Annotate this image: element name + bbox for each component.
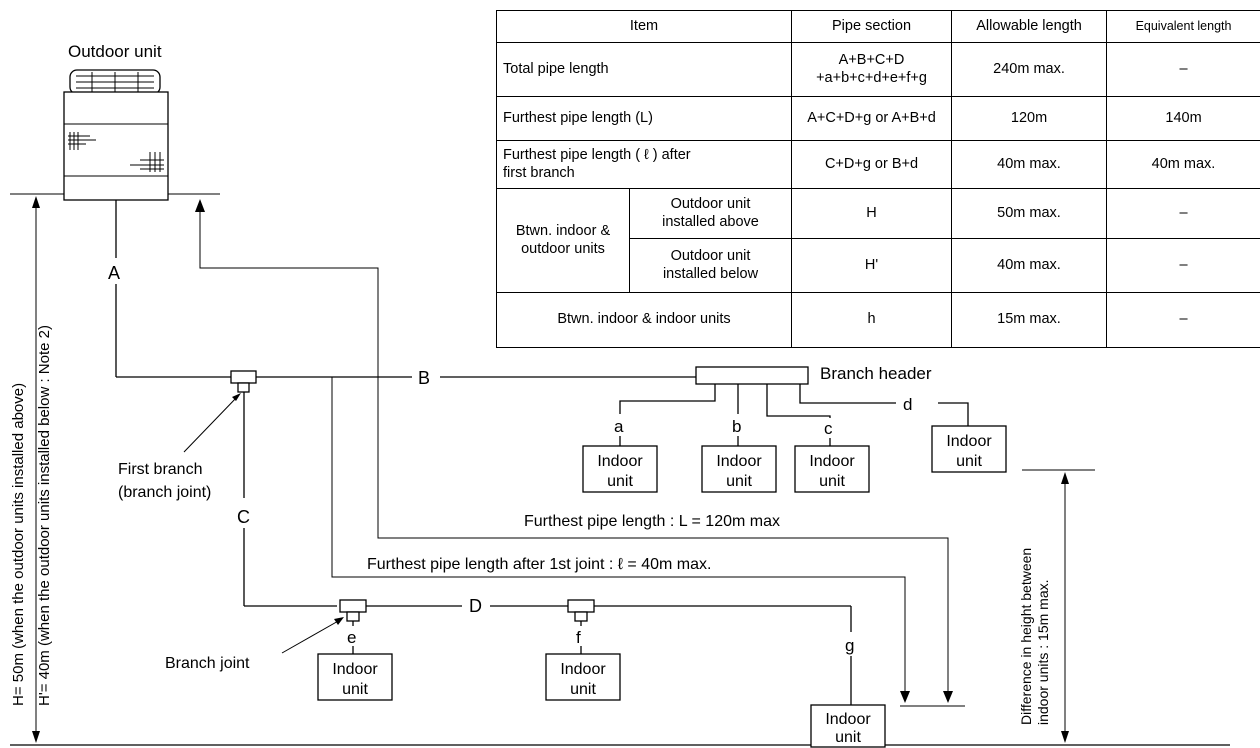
first-branch-label-1: First branch — [118, 461, 202, 478]
row-allowable: 40m max. — [951, 238, 1108, 293]
svg-text:unit: unit — [607, 473, 633, 490]
branch-header-label: Branch header — [820, 364, 932, 383]
height-h-arrow — [1061, 472, 1069, 743]
row-equivalent: – — [1106, 292, 1260, 348]
pipe-label-g: g — [845, 636, 854, 655]
row-allowable: 50m max. — [951, 188, 1108, 239]
pipe-label-C: C — [237, 507, 250, 527]
svg-text:unit: unit — [726, 473, 752, 490]
header-item: Item — [495, 10, 793, 43]
pipe-label-D: D — [469, 596, 482, 616]
row-equivalent: – — [1106, 42, 1260, 97]
svg-text:unit: unit — [956, 453, 982, 470]
svg-text:Indoor: Indoor — [332, 661, 378, 678]
outdoor-unit-icon — [63, 69, 169, 201]
svg-text:Indoor: Indoor — [946, 433, 992, 450]
row-allowable: 240m max. — [951, 42, 1108, 97]
row-allowable: 40m max. — [951, 140, 1108, 189]
first-branch-joint — [230, 370, 257, 393]
pipe-label-d: d — [903, 395, 912, 414]
indoor-unit-a: Indoor unit — [582, 445, 658, 493]
header-pipe-section: Pipe section — [791, 10, 953, 43]
svg-text:Indoor: Indoor — [560, 661, 606, 678]
svg-text:unit: unit — [342, 681, 368, 698]
furthest-l-label: Furthest pipe length after 1st joint : ℓ… — [367, 556, 711, 573]
spec-table: Item Pipe section Allowable length Equiv… — [495, 10, 1260, 348]
header-equivalent: Equivalent length — [1106, 10, 1260, 43]
svg-text:Indoor: Indoor — [716, 453, 762, 470]
furthest-L-label: Furthest pipe length : L = 120m max — [524, 513, 780, 530]
indoor-diff-label-2: indoor units : 15m max. — [1035, 579, 1051, 725]
svg-text:unit: unit — [570, 681, 596, 698]
pipe-label-e: e — [347, 628, 356, 647]
row-pipe: C+D+g or B+d — [791, 140, 953, 189]
header-allowable: Allowable length — [951, 10, 1108, 43]
row-item: Furthest pipe length (L) — [495, 96, 793, 141]
table-row: Furthest pipe length (L) A+C+D+g or A+B+… — [495, 96, 1260, 141]
indoor-unit-f: Indoor unit — [545, 653, 621, 701]
svg-text:Indoor: Indoor — [825, 711, 871, 728]
branch-joint-f — [567, 599, 595, 622]
svg-text:unit: unit — [835, 729, 861, 746]
row-equivalent: – — [1106, 238, 1260, 293]
row-pipe: H' — [791, 238, 953, 293]
indoor-diff-label-1: Difference in height between — [1018, 548, 1034, 725]
indoor-unit-c: Indoor unit — [794, 445, 870, 493]
row-item: Total pipe length — [495, 42, 793, 97]
table-row: Btwn. indoor & indoor units h 15m max. – — [495, 292, 1260, 348]
height-H-arrow — [32, 196, 40, 743]
row-equivalent: 40m max. — [1106, 140, 1260, 189]
pipe-label-A: A — [108, 263, 120, 283]
row-equivalent: 140m — [1106, 96, 1260, 141]
row-pipe: h — [791, 292, 953, 348]
pipe-label-B: B — [418, 368, 430, 388]
indoor-unit-b: Indoor unit — [701, 445, 777, 493]
row-pipe: A+C+D+g or A+B+d — [791, 96, 953, 141]
pipe-label-c: c — [824, 419, 833, 438]
height-H2-label: H'= 40m (when the outdoor units installe… — [36, 325, 53, 706]
row-pipe: A+B+C+D+a+b+c+d+e+f+g — [791, 42, 953, 97]
furthest-L-route — [195, 199, 953, 703]
group-label: Btwn. indoor &outdoor units — [496, 188, 630, 293]
indoor-unit-d: Indoor unit — [931, 425, 1007, 473]
row-equivalent: – — [1106, 188, 1260, 239]
svg-text:Indoor: Indoor — [597, 453, 643, 470]
svg-text:Indoor: Indoor — [809, 453, 855, 470]
furthest-l-route — [331, 377, 910, 703]
outdoor-unit-label: Outdoor unit — [68, 42, 162, 61]
indoor-unit-g: Indoor unit — [810, 704, 886, 748]
table-row: Btwn. indoor &outdoor units Outdoor unit… — [496, 188, 1260, 293]
pipe-label-a: a — [614, 417, 624, 436]
indoor-unit-e: Indoor unit — [317, 653, 393, 701]
row-item: Btwn. indoor & indoor units — [495, 292, 793, 348]
row-pipe: H — [791, 188, 953, 239]
branch-header — [695, 366, 809, 385]
table-header-row: Item Pipe section Allowable length Equiv… — [495, 10, 1260, 43]
table-row: Total pipe length A+B+C+D+a+b+c+d+e+f+g … — [495, 42, 1260, 97]
svg-text:unit: unit — [819, 473, 845, 490]
row-allowable: 120m — [951, 96, 1108, 141]
row-allowable: 15m max. — [951, 292, 1108, 348]
first-branch-label-2: (branch joint) — [118, 484, 211, 501]
pipe-label-f: f — [576, 628, 581, 647]
height-H-label: H= 50m (when the outdoor units installed… — [10, 383, 27, 706]
pipe-label-b: b — [732, 417, 741, 436]
branch-joint-label: Branch joint — [165, 655, 250, 672]
branch-joint-e — [339, 599, 367, 622]
